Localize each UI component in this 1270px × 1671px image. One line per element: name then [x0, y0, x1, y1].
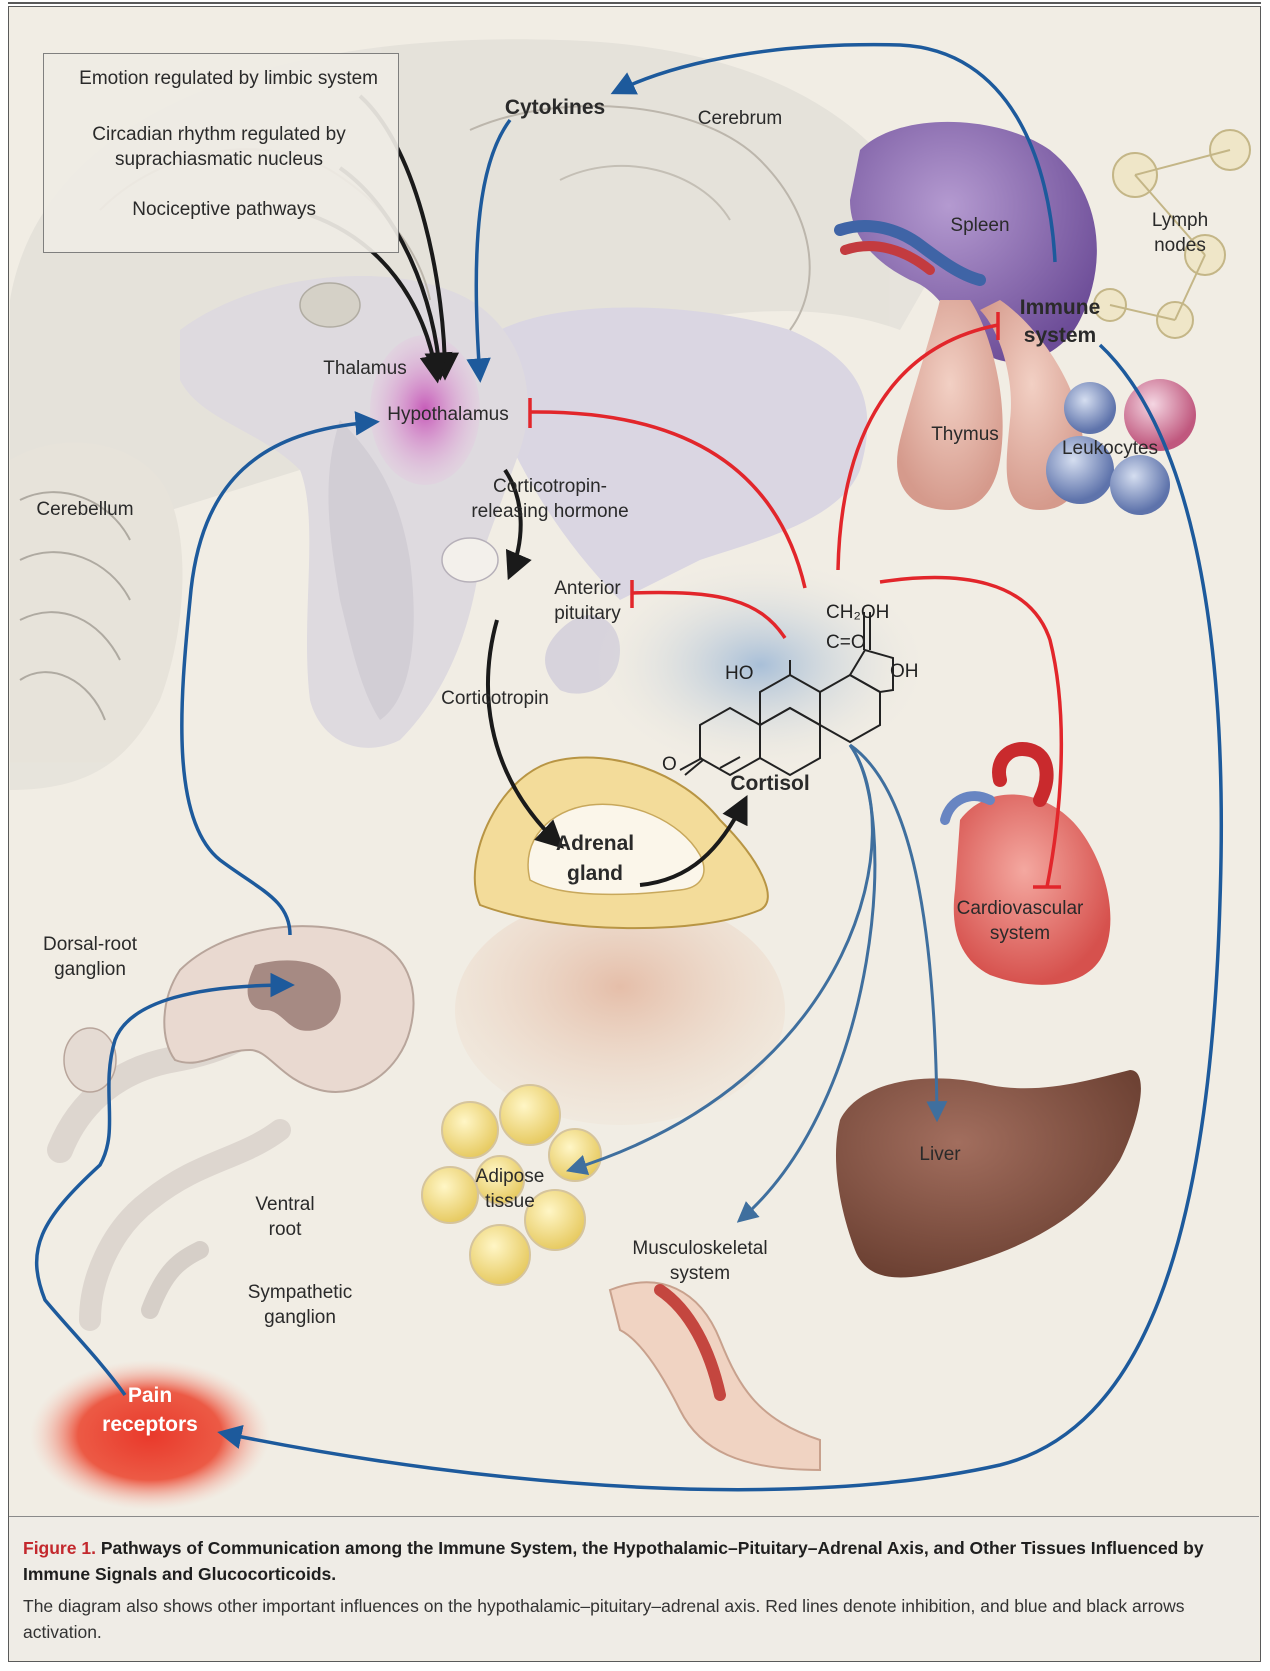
label-emotion: Emotion regulated by limbic system [60, 66, 378, 91]
caption-body: The diagram also shows other important i… [23, 1593, 1245, 1645]
label-leukocytes: Leukocytes [1055, 436, 1165, 461]
chem-ho: HO [725, 663, 754, 685]
label-adrenal-2: gland [545, 860, 645, 888]
label-cerebrum: Cerebrum [680, 106, 800, 131]
label-lymph-2: nodes [1140, 233, 1220, 258]
label-crh-1: Corticotropin- [460, 474, 640, 499]
label-adipose-2: tissue [460, 1189, 560, 1214]
label-immune-1: Immune [1005, 294, 1115, 322]
chem-ch2oh: CH₂OH [826, 602, 889, 624]
label-cardio-2: system [945, 921, 1095, 946]
label-musculo-2: system [615, 1261, 785, 1286]
label-anterior-2: pituitary [540, 601, 635, 626]
label-thymus: Thymus [920, 422, 1010, 447]
caption-title: Pathways of Communication among the Immu… [23, 1538, 1204, 1584]
top-rule [8, 2, 1261, 4]
heart-illustration [945, 749, 1110, 985]
label-cortisol: Cortisol [720, 770, 820, 798]
label-anterior-1: Anterior [540, 576, 635, 601]
label-immune-2: system [1005, 322, 1115, 350]
liver-illustration [836, 1070, 1141, 1278]
label-cardio-1: Cardiovascular [945, 896, 1095, 921]
label-nociceptive: Nociceptive pathways [60, 197, 316, 222]
label-sympathetic-2: ganglion [235, 1305, 365, 1330]
label-circadian-2: suprachiasmatic nucleus [60, 147, 378, 172]
caption-title-line: Figure 1. Pathways of Communication amon… [23, 1535, 1245, 1587]
label-pain-1: Pain [90, 1382, 210, 1410]
label-circadian-1: Circadian rhythm regulated by [60, 122, 378, 147]
label-thalamus: Thalamus [310, 356, 420, 381]
adrenal-gland-illustration [455, 758, 785, 1126]
label-cerebellum: Cerebellum [25, 497, 145, 522]
label-lymph-1: Lymph [1140, 208, 1220, 233]
label-ventral-1: Ventral [240, 1192, 330, 1217]
label-hypothalamus: Hypothalamus [378, 402, 518, 427]
label-musculo-1: Musculoskeletal [615, 1236, 785, 1261]
label-crh-2: releasing hormone [460, 499, 640, 524]
spinal-cord-illustration [60, 926, 413, 1320]
musculoskeletal-illustration [610, 1282, 820, 1470]
label-ventral-2: root [240, 1217, 330, 1242]
label-drg-1: Dorsal-root [30, 932, 150, 957]
label-corticotropin: Corticotropin [425, 686, 565, 711]
label-pain-2: receptors [90, 1411, 210, 1439]
chem-oh: OH [890, 661, 919, 683]
label-adipose-1: Adipose [460, 1164, 560, 1189]
label-liver: Liver [900, 1142, 980, 1167]
label-cytokines: Cytokines [495, 94, 615, 122]
label-sympathetic-1: Sympathetic [235, 1280, 365, 1305]
chem-o: O [662, 754, 677, 776]
figure-caption: Figure 1. Pathways of Communication amon… [9, 1516, 1259, 1660]
label-adrenal-1: Adrenal [545, 830, 645, 858]
chem-co: C=O [826, 632, 866, 654]
caption-figure-label: Figure 1. [23, 1538, 96, 1558]
label-spleen: Spleen [935, 213, 1025, 238]
label-drg-2: ganglion [30, 957, 150, 982]
